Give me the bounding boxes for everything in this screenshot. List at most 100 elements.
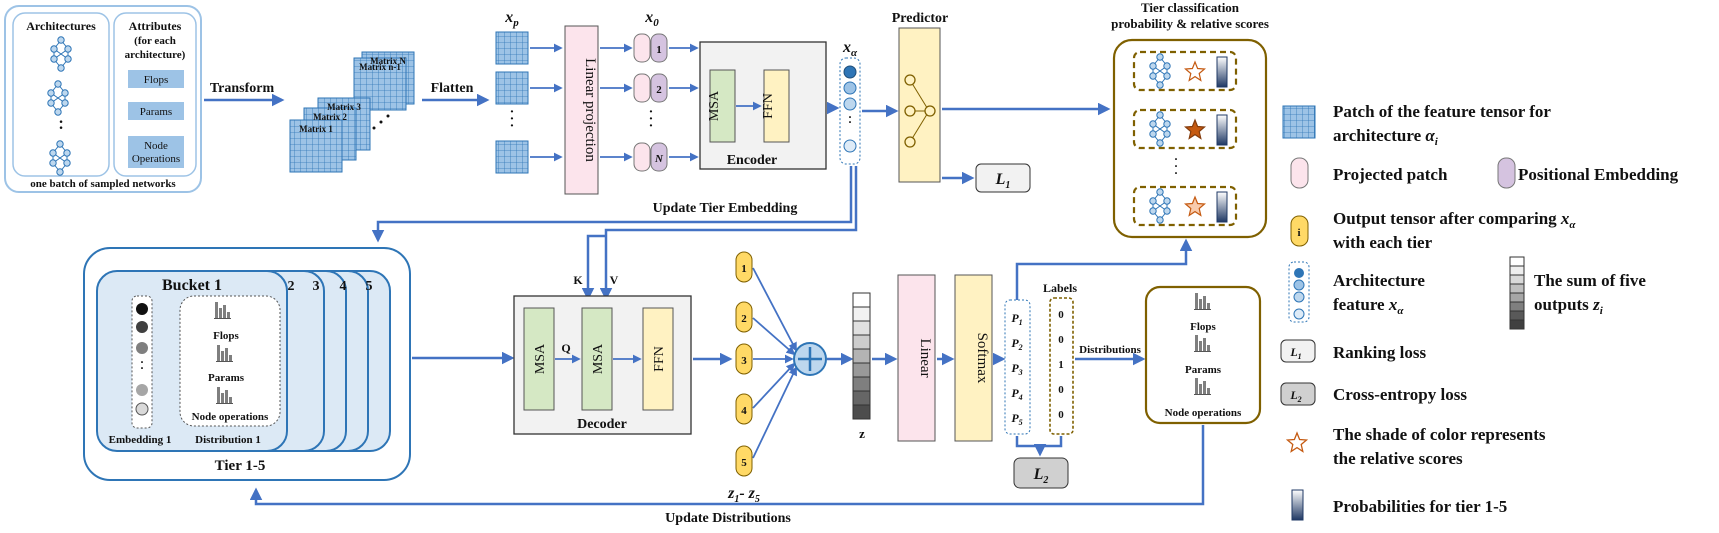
x0-label: x0 bbox=[644, 9, 659, 29]
dist-box-node-ops: Node operations bbox=[1165, 407, 1242, 419]
ellipsis: · bbox=[58, 120, 63, 137]
legend-projected-icon bbox=[1290, 157, 1309, 189]
kv-arrow-k bbox=[581, 234, 606, 301]
attr-flops: Flops bbox=[144, 74, 168, 86]
ellipsis: · bbox=[58, 114, 63, 131]
ellipsis: · bbox=[140, 355, 144, 369]
arrow-up-to-tier bbox=[1015, 238, 1193, 300]
linear-block: Linear bbox=[897, 274, 936, 442]
attr-params: Params bbox=[140, 106, 172, 118]
legend-sum-icon bbox=[1509, 256, 1525, 330]
tier-subtitle: probability & relative scores bbox=[1111, 16, 1269, 31]
dist-params: Params bbox=[208, 372, 245, 384]
svg-text:L2: L2 bbox=[1033, 466, 1049, 486]
ellipsis: · bbox=[1174, 166, 1178, 180]
update-tier-label: Update Tier Embedding bbox=[653, 201, 798, 216]
batch-caption: one batch of sampled networks bbox=[30, 178, 176, 190]
legend: Patch of the feature tensor for architec… bbox=[1280, 102, 1679, 521]
matrix-label: Matrix 2 bbox=[313, 112, 347, 122]
legend-output-line2: with each tier bbox=[1333, 233, 1433, 252]
q-label: Q bbox=[561, 341, 570, 355]
token-index: 2 bbox=[656, 84, 662, 96]
probability-bar bbox=[1216, 56, 1228, 88]
softmax-label: Softmax bbox=[974, 333, 990, 384]
arrow-to-l2 bbox=[1015, 436, 1047, 457]
ellipsis: · bbox=[649, 112, 654, 127]
sum-icon bbox=[793, 342, 827, 376]
bucket-number: 2 bbox=[288, 279, 295, 294]
architectures-label: Architectures bbox=[26, 19, 96, 33]
linear-projection-label: Linear projection bbox=[582, 58, 598, 162]
x0-tokens: 1 2 · · · N bbox=[633, 33, 668, 172]
label-value: 1 bbox=[1058, 359, 1064, 371]
matrix-label: Matrix 3 bbox=[327, 102, 361, 112]
legend-positional-icon bbox=[1497, 157, 1516, 189]
label-value: 0 bbox=[1058, 384, 1064, 396]
labels-column: 0 0 1 0 0 bbox=[1049, 297, 1074, 435]
z-node-index: 2 bbox=[741, 313, 747, 325]
star-icon bbox=[1183, 195, 1207, 217]
encoder-label: Encoder bbox=[727, 153, 778, 168]
z-label: z bbox=[859, 426, 865, 441]
decoder-msa-1: MSA bbox=[533, 343, 548, 374]
z-sum-column: z bbox=[852, 292, 871, 441]
attributes-sub: (for each bbox=[134, 35, 176, 47]
legend-probabilities: Probabilities for tier 1-5 bbox=[1333, 497, 1507, 516]
update-distributions-arrow bbox=[249, 425, 1205, 506]
p-label: P1 bbox=[1011, 311, 1022, 327]
update-tier-arrow bbox=[371, 166, 853, 243]
attributes-label: Attributes bbox=[129, 19, 182, 33]
arrow bbox=[752, 317, 796, 356]
ellipsis: · bbox=[1174, 152, 1178, 166]
xp-patches: · · · bbox=[495, 31, 529, 174]
k-label: K bbox=[573, 273, 583, 287]
tier-label: Tier 1-5 bbox=[215, 458, 266, 474]
arrow bbox=[752, 366, 797, 459]
xp-label: xp bbox=[504, 9, 519, 29]
legend-sum-line2: outputs zi bbox=[1534, 295, 1604, 317]
bucket-number: 3 bbox=[313, 279, 320, 294]
legend-arch-line2: feature xα bbox=[1333, 295, 1404, 317]
legend-sum: The sum of five bbox=[1534, 271, 1646, 290]
legend-patch-icon bbox=[1282, 105, 1316, 139]
legend-cross-entropy: Cross-entropy loss bbox=[1333, 385, 1467, 404]
flatten-label: Flatten bbox=[431, 81, 474, 96]
matrix-label: Matrix 1 bbox=[299, 124, 333, 134]
update-distributions-label: Update Distributions bbox=[665, 511, 791, 526]
legend-projected: Projected patch bbox=[1333, 165, 1448, 184]
arrow-to-l2 bbox=[1040, 436, 1063, 448]
legend-shade-line2: the relative scores bbox=[1333, 449, 1463, 468]
predictor-label: Predictor bbox=[892, 11, 949, 26]
label-value: 0 bbox=[1058, 334, 1064, 346]
p-label: P3 bbox=[1011, 361, 1022, 377]
z-node-index: 5 bbox=[741, 457, 747, 469]
legend-output-icon bbox=[1290, 215, 1309, 247]
xa-feature: · · bbox=[839, 57, 861, 165]
svg-text:L2: L2 bbox=[1289, 388, 1301, 404]
attributes-sub: architecture) bbox=[125, 49, 186, 61]
ellipsis: · bbox=[510, 105, 515, 120]
transform-label: Transform bbox=[210, 81, 275, 96]
ellipsis: · bbox=[848, 115, 852, 129]
softmax-block: Softmax bbox=[954, 274, 993, 442]
p-label: P5 bbox=[1011, 411, 1022, 427]
probability-bar bbox=[1216, 114, 1228, 146]
p-label: P4 bbox=[1011, 386, 1022, 402]
star-icon bbox=[1183, 118, 1207, 140]
input-batch-panel: Architectures · · Attributes (for each a… bbox=[4, 5, 202, 193]
linear-projection-block: Linear projection bbox=[564, 25, 599, 195]
attr-node-ops2: Operations bbox=[132, 153, 180, 165]
legend-positional: Positional Embedding bbox=[1518, 165, 1679, 184]
encoder-msa: MSA bbox=[707, 90, 722, 121]
decoder-ffn: FFN bbox=[652, 346, 667, 372]
v-label: V bbox=[610, 273, 619, 287]
distributions-label: Distributions bbox=[1079, 344, 1141, 356]
ellipsis: · bbox=[510, 119, 515, 134]
matrix-stack: Matrix N Matrix n-1 Matrix 3 Matrix 2 Ma… bbox=[289, 51, 415, 173]
tier-title: Tier classification bbox=[1141, 0, 1240, 15]
dist-box-flops: Flops bbox=[1190, 321, 1216, 333]
ranking-loss-l1: L1 bbox=[975, 163, 1031, 193]
matrix-label: Matrix n-1 bbox=[359, 62, 401, 72]
tier-buckets-panel: 2 3 4 5 Bucket 1 · · Flops Params Node o… bbox=[83, 247, 411, 481]
kv-arrow-v bbox=[599, 166, 858, 301]
